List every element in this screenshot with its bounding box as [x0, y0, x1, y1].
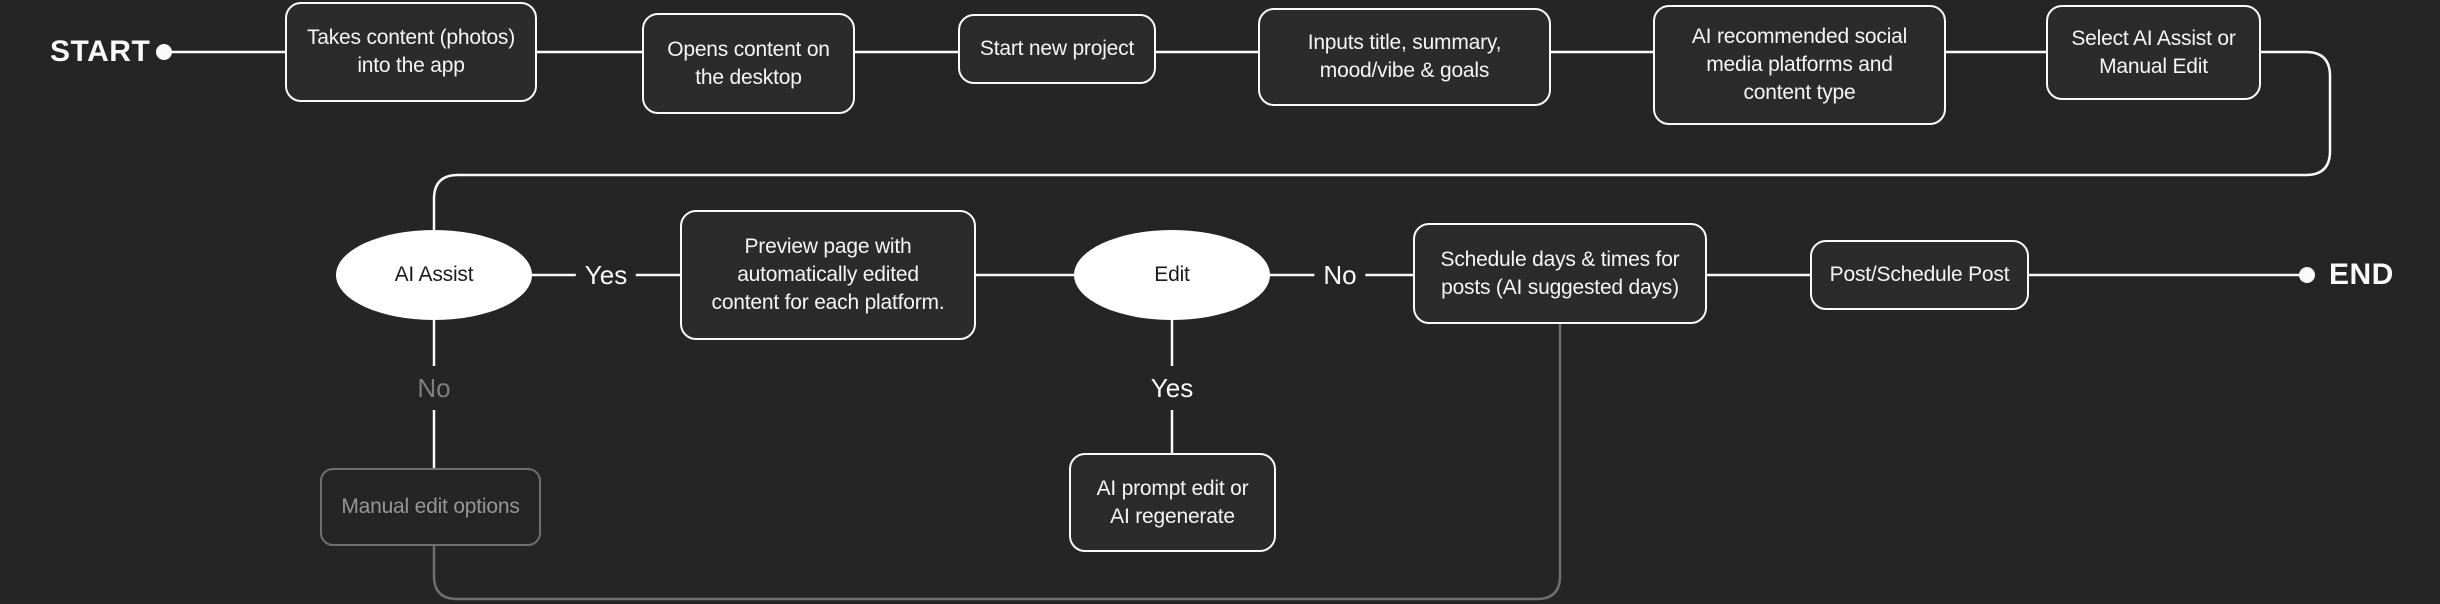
connector-select-mode-to-ai-assist-wrap: [432, 50, 2332, 230]
node-manual-edit-options[interactable]: Manual edit options: [320, 468, 541, 546]
node-select-mode[interactable]: Select AI Assist or Manual Edit: [2046, 5, 2261, 100]
node-start-project-label: Start new project: [979, 37, 1135, 61]
decision-ai-assist[interactable]: AI Assist: [336, 230, 532, 320]
node-opens-content-label: Opens content on the desktop: [667, 37, 830, 89]
node-select-mode-label: Select AI Assist or Manual Edit: [2071, 26, 2236, 78]
node-preview-page[interactable]: Preview page with automatically edited c…: [680, 210, 976, 340]
node-ai-prompt-edit-label: AI prompt edit or AI regenerate: [1096, 476, 1249, 528]
branch-label-ai-assist-no: No: [408, 366, 460, 410]
node-takes-content-label: Takes content (photos) into the app: [306, 26, 516, 77]
end-dot: [2299, 267, 2315, 283]
connector-manual-edit-loop-to-schedule: [432, 324, 1562, 601]
node-inputs-title-label: Inputs title, summary, mood/vibe & goals: [1307, 31, 1502, 82]
node-post-schedule[interactable]: Post/Schedule Post: [1810, 240, 2029, 310]
node-schedule-posts[interactable]: Schedule days & times for posts (AI sugg…: [1413, 223, 1707, 324]
branch-label-edit-no: No: [1314, 253, 1366, 297]
node-opens-content[interactable]: Opens content on the desktop: [642, 13, 855, 114]
node-inputs-title[interactable]: Inputs title, summary, mood/vibe & goals: [1258, 8, 1551, 106]
branch-label-edit-yes: Yes: [1141, 366, 1203, 410]
node-post-schedule-label: Post/Schedule Post: [1829, 263, 2010, 287]
branch-label-ai-assist-yes: Yes: [575, 253, 637, 297]
node-takes-content[interactable]: Takes content (photos) into the app: [285, 2, 537, 102]
start-dot: [156, 44, 172, 60]
decision-ai-assist-label: AI Assist: [394, 263, 474, 286]
end-terminal-label: END: [2329, 258, 2394, 291]
node-start-project[interactable]: Start new project: [958, 14, 1156, 84]
node-schedule-posts-label: Schedule days & times for posts (AI sugg…: [1440, 247, 1680, 299]
start-terminal-label: START: [50, 35, 151, 68]
node-ai-prompt-edit[interactable]: AI prompt edit or AI regenerate: [1069, 453, 1276, 552]
decision-edit-label: Edit: [1154, 263, 1190, 286]
node-manual-edit-options-label: Manual edit options: [341, 495, 520, 519]
node-ai-recommended[interactable]: AI recommended social media platforms an…: [1653, 5, 1946, 125]
decision-edit[interactable]: Edit: [1074, 230, 1270, 320]
node-preview-page-label: Preview page with automatically edited c…: [711, 235, 945, 314]
node-ai-recommended-label: AI recommended social media platforms an…: [1691, 25, 1908, 104]
